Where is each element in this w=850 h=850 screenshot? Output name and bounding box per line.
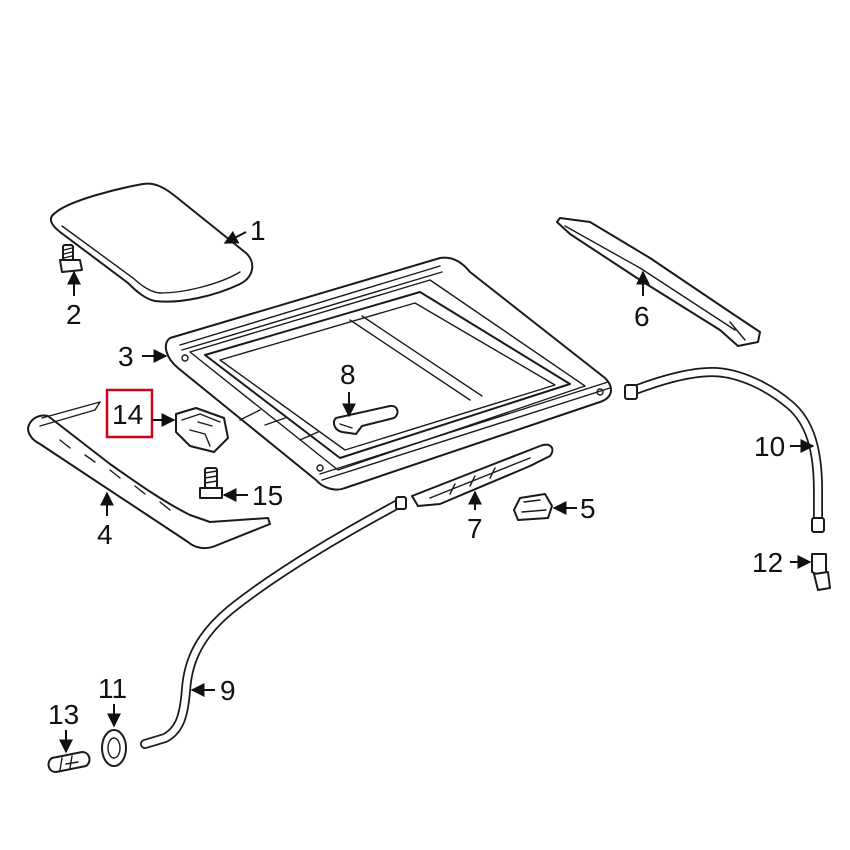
clip-5: [513, 493, 553, 521]
rear-rail-6: [556, 217, 761, 347]
callout-11: 11: [98, 673, 127, 704]
callout-8: 8: [340, 359, 356, 390]
bracket-8: [333, 404, 399, 435]
callout-13: 13: [48, 699, 79, 730]
highlight-box: [105, 388, 154, 439]
callout-12: 12: [752, 547, 783, 578]
hose-fitting-12: [811, 553, 831, 591]
sunroof-frame: [164, 256, 612, 491]
callout-labels: 1 2 3 4 5 6 7 8 9 10 11 12 13 14 15: [48, 215, 785, 730]
front-drain-hose-9: [140, 496, 407, 749]
callout-2: 2: [66, 299, 82, 330]
bracket-14: [175, 407, 229, 453]
rear-drain-hose-10: [624, 366, 825, 533]
callout-10: 10: [754, 431, 785, 462]
callout-14: 14: [112, 399, 143, 430]
callout-4: 4: [97, 519, 113, 550]
leader-lines: [59, 230, 815, 754]
callout-9: 9: [220, 675, 236, 706]
guide-7: [411, 443, 554, 507]
callout-5: 5: [580, 493, 596, 524]
callout-6: 6: [634, 301, 650, 332]
callout-15: 15: [252, 480, 283, 511]
deflector-4: [27, 401, 271, 550]
callout-7: 7: [467, 513, 483, 544]
leader-1: [223, 230, 247, 244]
callout-3: 3: [118, 341, 134, 372]
callout-1: 1: [250, 215, 266, 246]
glass-panel: [49, 182, 254, 303]
bolt-2: [59, 244, 83, 273]
connector-13: [47, 751, 91, 773]
screw-15: [199, 467, 223, 499]
grommet-11: [101, 729, 127, 767]
